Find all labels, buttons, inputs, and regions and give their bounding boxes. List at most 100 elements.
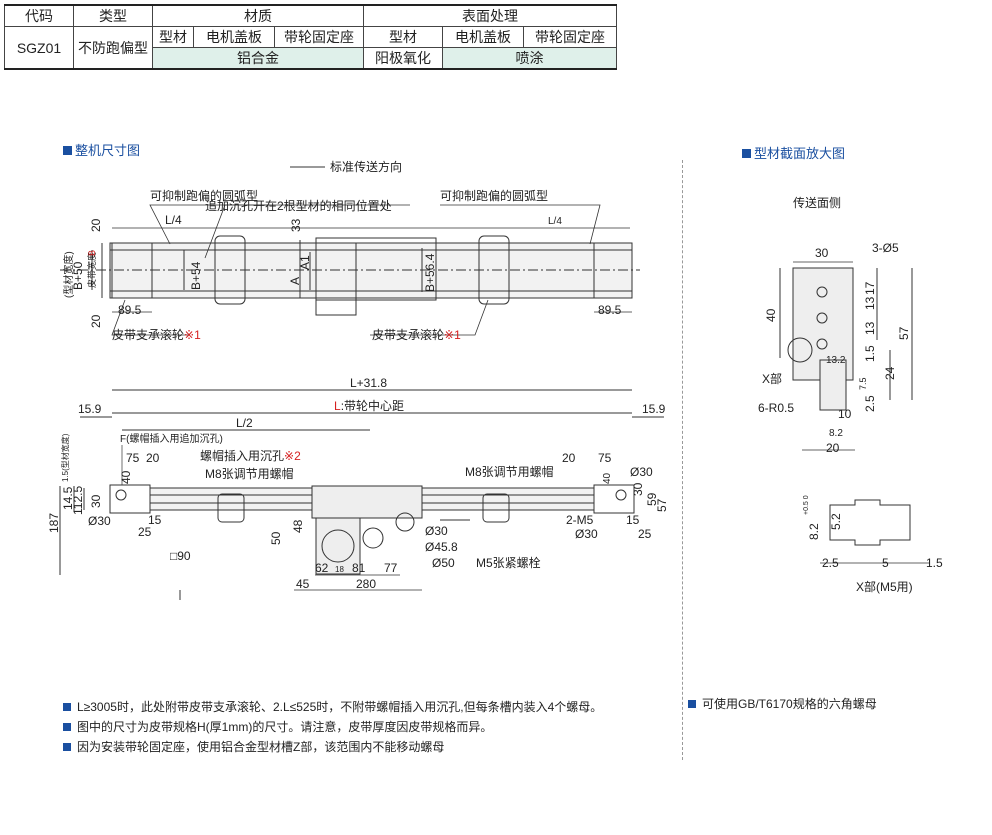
d1125: 112.5 xyxy=(71,486,85,515)
d895-left: 89.5 xyxy=(118,303,142,317)
th-surface: 表面处理 xyxy=(363,4,617,27)
note-3: 因为安装带轮固定座，使用铝合金型材槽Z部，该范围内不能移动螺母 xyxy=(63,738,444,755)
d30-left: 30 xyxy=(89,494,103,508)
d40-right: 40 xyxy=(602,472,613,484)
belt-label: 皮带宽度 xyxy=(86,252,97,288)
lcenter: L:带轮中心距 xyxy=(334,398,404,413)
phi50: Ø50 xyxy=(432,556,455,570)
d15-right: 15 xyxy=(626,513,640,527)
bp54: B+54 xyxy=(189,261,203,290)
m8-right: M8张调节用螺帽 xyxy=(465,464,554,479)
phi30a: Ø30 xyxy=(88,514,111,528)
d187: 187 xyxy=(47,513,61,533)
sec-d132: 13.2 xyxy=(826,355,846,366)
sec-d13b: 13 xyxy=(863,321,877,335)
sec-d10: 10 xyxy=(838,407,852,421)
side-label: (型材宽度) xyxy=(62,251,75,298)
d33: 33 xyxy=(289,218,303,232)
nut-hole: 螺帽插入用沉孔※2 xyxy=(200,448,301,463)
b-label: B xyxy=(87,250,97,256)
sec-d20: 20 xyxy=(826,441,840,455)
d18: 18 xyxy=(335,565,344,574)
m8-left: M8张调节用螺帽 xyxy=(205,466,294,481)
phi30b: Ø30 xyxy=(630,465,653,479)
d20-top: 20 xyxy=(89,218,103,232)
d30-right: 30 xyxy=(631,482,645,496)
th-material: 材质 xyxy=(152,4,364,27)
d15-left: 15 xyxy=(148,513,162,527)
det-tol: +0.5 0 xyxy=(803,495,810,515)
d48: 48 xyxy=(291,519,305,533)
l2: L/2 xyxy=(236,416,253,430)
sec-d25: 2.5 xyxy=(863,395,877,412)
section-overall-title: 整机尺寸图 xyxy=(63,140,140,159)
d159-left: 15.9 xyxy=(78,402,102,416)
d77: 77 xyxy=(384,561,398,575)
divider xyxy=(682,160,683,760)
sec-x-part: X部 xyxy=(762,371,782,386)
cell-anod: 阳极氧化 xyxy=(363,47,443,70)
d45: 45 xyxy=(296,577,310,591)
sec-d13a: 13 xyxy=(863,296,877,310)
roller-left: 皮带支承滚轮※1 xyxy=(112,327,201,342)
sec-d75: 7.5 xyxy=(858,377,868,390)
det-caption: X部(M5用) xyxy=(856,579,913,594)
sec-d17: 17 xyxy=(863,281,877,295)
d81: 81 xyxy=(352,561,366,575)
side-label: 传送面侧 xyxy=(793,195,841,210)
d895-right: 89.5 xyxy=(598,303,622,317)
dim-a1: A1 xyxy=(298,255,312,270)
sub-profile2: 型材 xyxy=(363,26,443,48)
note-2: 图中的尺寸为皮带规格H(厚1mm)的尺寸。请注意，皮带厚度因皮带规格而异。 xyxy=(63,718,492,735)
extra-hole: 追加沉孔开在2根型材的相同位置处 xyxy=(205,198,392,213)
cell-paint: 喷涂 xyxy=(442,47,617,70)
cell-type: 不防跑偏型 xyxy=(73,26,153,70)
sec-d57: 57 xyxy=(897,326,911,340)
sec-d24: 24 xyxy=(883,366,897,380)
phi30c: Ø30 xyxy=(575,527,598,541)
lp318: L+31.8 xyxy=(350,376,387,390)
d25-right: 25 xyxy=(638,527,652,541)
l4-left: L/4 xyxy=(165,213,182,227)
f-label: F(螺帽插入用追加沉孔) xyxy=(120,432,223,445)
sec-d30: 30 xyxy=(815,246,829,260)
d20-left: 20 xyxy=(146,451,160,465)
spec-table: 代码 类型 材质 表面处理 SGZ01 不防跑偏型 型材 电机盖板 带轮固定座 … xyxy=(4,4,617,70)
d75-right: 75 xyxy=(598,451,612,465)
direction-label: 标准传送方向 xyxy=(330,159,402,174)
det-d25: 2.5 xyxy=(822,556,839,570)
phi458: Ø45.8 xyxy=(425,540,458,554)
d159-right: 15.9 xyxy=(642,402,666,416)
sq90: □90 xyxy=(170,549,191,563)
section-profile-title: 型材截面放大图 xyxy=(742,143,845,162)
l4-right: L/4 xyxy=(548,216,562,227)
d25-left: 25 xyxy=(138,525,152,539)
arc-right: 可抑制跑偏的圆弧型 xyxy=(440,188,548,203)
d40-left: 40 xyxy=(119,470,133,484)
bp50: B+50 xyxy=(71,261,85,290)
det-d52: 5.2 xyxy=(829,513,843,530)
d30side: 1.5(型材宽度) xyxy=(60,433,70,482)
sec-hole: 3-Ø5 xyxy=(872,241,899,255)
d75-left: 75 xyxy=(126,451,140,465)
note-1: L≥3005时，此处附带皮带支承滚轮、2.L≤525时，不附带螺帽插入用沉孔,但… xyxy=(63,698,602,715)
th-code: 代码 xyxy=(4,4,74,27)
bp564: B+56.4 xyxy=(423,253,437,292)
cell-code: SGZ01 xyxy=(4,26,74,70)
m5bolt: M5张紧螺栓 xyxy=(476,555,541,570)
d57: 57 xyxy=(655,498,669,512)
d59: 59 xyxy=(645,492,659,506)
sec-d15: 1.5 xyxy=(863,345,877,362)
d145: 14.5 xyxy=(61,486,75,510)
d280: 280 xyxy=(356,577,376,591)
roller-right: 皮带支承滚轮※1 xyxy=(372,327,461,342)
dim-a: A xyxy=(288,277,302,285)
sec-r05: 6-R0.5 xyxy=(758,401,794,415)
sec-d40: 40 xyxy=(764,308,778,322)
m5: 2-M5 xyxy=(566,513,594,527)
arc-left: 可抑制跑偏的圆弧型 xyxy=(150,188,258,203)
d20-right: 20 xyxy=(562,451,576,465)
det-d5: 5 xyxy=(882,556,889,570)
d20-bot: 20 xyxy=(89,314,103,328)
